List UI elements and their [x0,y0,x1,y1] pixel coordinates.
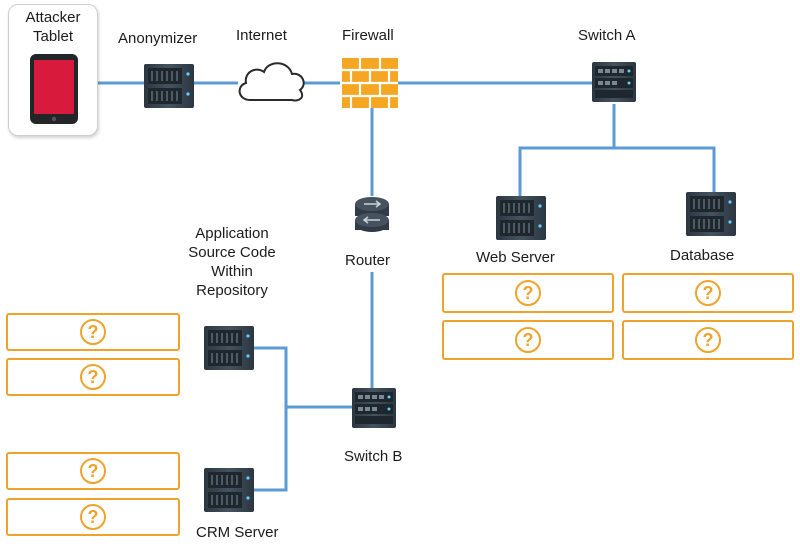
repository-answer-slot-2[interactable]: ? [6,358,180,396]
attacker-label-line-1: Attacker [25,9,81,26]
switch-b-label: Switch B [344,448,403,465]
anonymizer-label: Anonymizer [118,30,198,47]
switch-b-icon [352,388,396,428]
cloud-icon [238,62,305,102]
repository-label-line-4: Repository [196,282,268,299]
anonymizer-server-icon [143,63,195,109]
question-mark-icon: ? [80,319,106,345]
repository-answer-slot-1[interactable]: ? [6,313,180,351]
repository-label-line-3: Within [211,263,253,280]
firewall-icon [342,58,398,108]
connections [98,81,716,492]
link-switch-b-servers [254,346,354,492]
switch-a-label: Switch A [578,27,636,44]
router-icon [355,197,389,232]
question-mark-icon: ? [80,458,106,484]
repository-label-line-1: Application [195,225,269,242]
database-answer-slot-2[interactable]: ? [622,320,794,360]
internet-label: Internet [236,27,287,44]
crm-server-icon [203,467,255,513]
firewall-label: Firewall [342,27,394,44]
router-label: Router [345,252,391,269]
attacker-tablet-label: Attacker Tablet [14,8,92,46]
repository-label: Application Source Code Within Repositor… [170,224,294,300]
question-mark-icon: ? [515,280,541,306]
switch-a-icon [592,62,636,102]
crm-server-label: CRM Server [196,524,279,541]
question-mark-icon: ? [695,327,721,353]
link-switch-a-web-database [518,104,716,196]
crm-server-answer-slot-2[interactable]: ? [6,498,180,536]
question-mark-icon: ? [80,504,106,530]
repository-server-icon [203,325,255,371]
question-mark-icon: ? [80,364,106,390]
web-server-icon [495,195,547,241]
attacker-label-line-2: Tablet [32,28,74,45]
repository-label-line-2: Source Code [188,244,276,261]
database-answer-slot-1[interactable]: ? [622,273,794,313]
crm-server-answer-slot-1[interactable]: ? [6,452,180,490]
question-mark-icon: ? [695,280,721,306]
web-server-label: Web Server [476,249,555,266]
database-server-icon [685,191,737,237]
question-mark-icon: ? [515,327,541,353]
web-server-answer-slot-1[interactable]: ? [442,273,614,313]
web-server-answer-slot-2[interactable]: ? [442,320,614,360]
database-label: Database [670,247,735,264]
